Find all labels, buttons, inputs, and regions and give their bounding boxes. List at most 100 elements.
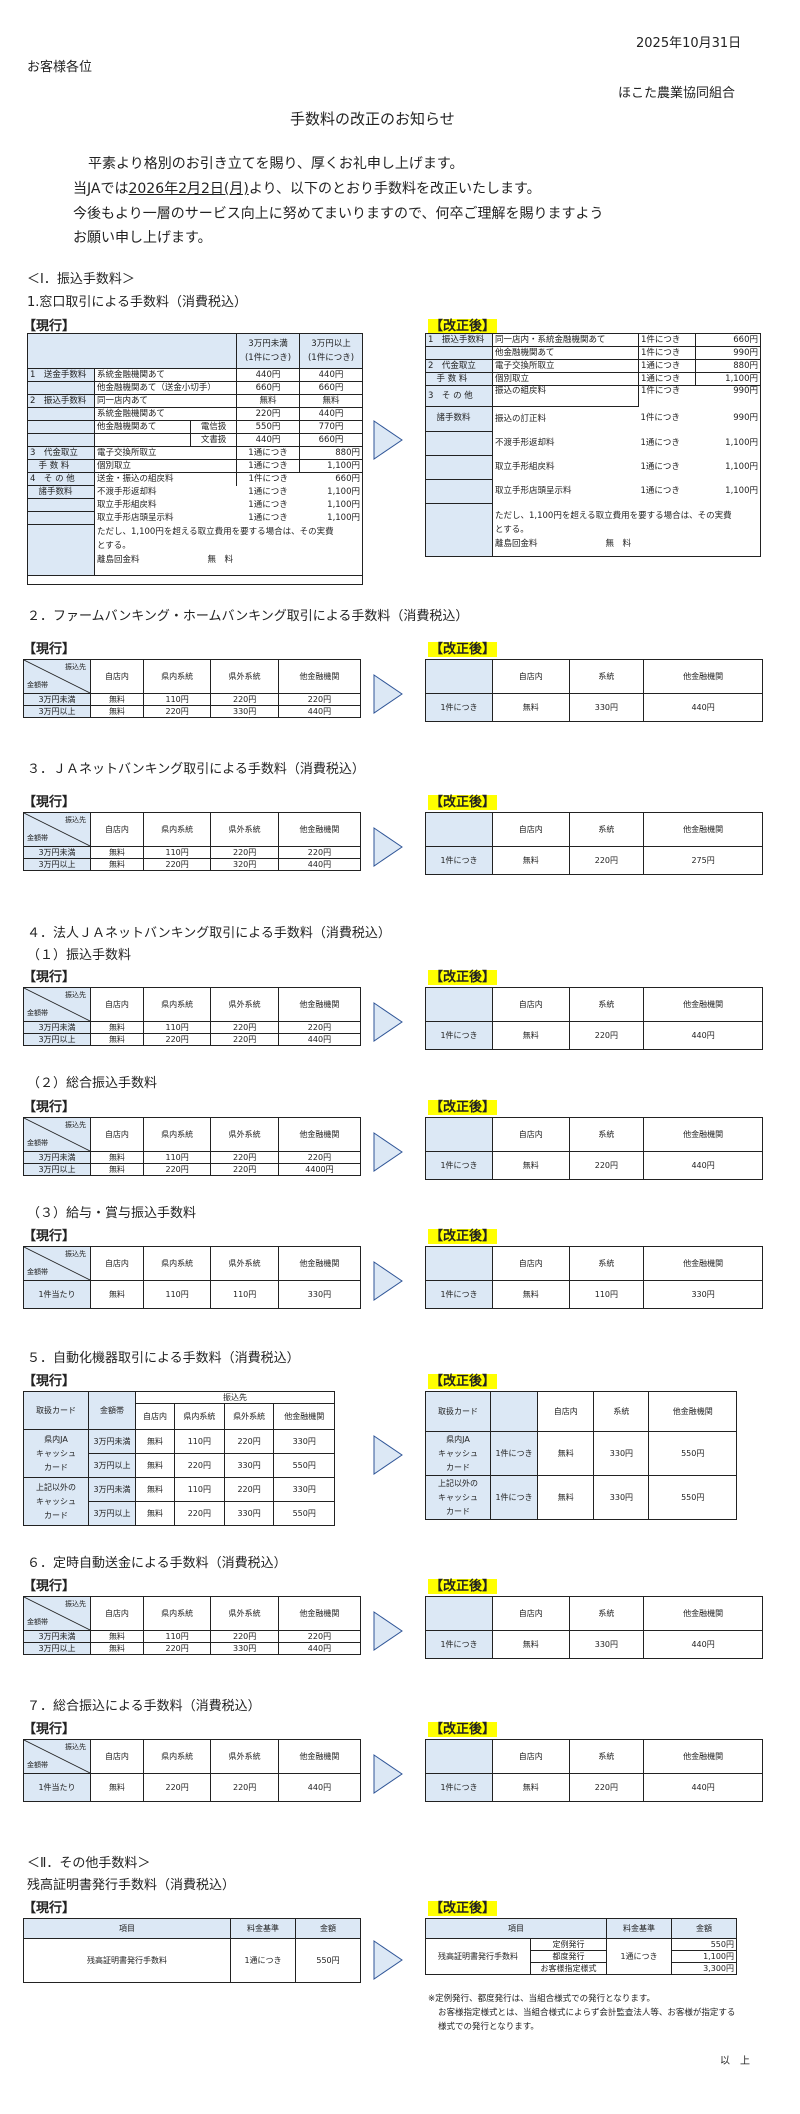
table-cell: 330円 bbox=[643, 1280, 763, 1309]
table-cell: 1件につき bbox=[490, 1431, 538, 1476]
current-label: 【現行】 bbox=[23, 1579, 76, 1594]
table-cell: 275円 bbox=[643, 846, 763, 875]
table-cell: 550円 bbox=[236, 420, 300, 434]
table-cell bbox=[27, 511, 95, 525]
table-cell: 不渡手形返却料 bbox=[97, 486, 157, 497]
table-cell: 県内系統 bbox=[142, 1739, 212, 1774]
arrow-icon bbox=[373, 1435, 403, 1475]
table-cell: 220円 bbox=[210, 846, 279, 859]
table-cell: 220円 bbox=[277, 1021, 362, 1034]
section-4-heading: ４．法人ＪＡネットバンキング取引による手数料（消費税込） bbox=[27, 926, 391, 941]
table-cell: 1通につき bbox=[640, 461, 680, 472]
table-cell: 4 そ の 他 bbox=[27, 472, 95, 486]
table-cell: 無料 bbox=[492, 1151, 570, 1180]
table-cell: 220円 bbox=[277, 846, 362, 859]
table-cell: 他金融機関あて bbox=[492, 346, 639, 360]
table-cell: 2 代金取立 bbox=[425, 359, 493, 373]
table-cell: 1件につき bbox=[248, 473, 288, 484]
table-cell: 990円 bbox=[695, 346, 761, 360]
table-cell: 3,300円 bbox=[671, 1962, 737, 1975]
table-cell: 1件につき bbox=[425, 693, 493, 722]
section-6-heading: ６．定時自動送金による手数料（消費税込） bbox=[27, 1556, 287, 1571]
table-cell: 660円 bbox=[236, 381, 300, 395]
table-cell: 220円 bbox=[210, 1630, 279, 1643]
table-cell: 110円 bbox=[173, 1477, 225, 1502]
table-cell: 1件につき bbox=[490, 1475, 538, 1520]
revised-label: 【改正後】 bbox=[428, 970, 498, 985]
table-cell: 諸手数料 bbox=[27, 485, 95, 499]
sender: ほこた農業協同組合 bbox=[618, 86, 736, 101]
table-cell: 220円 bbox=[210, 1163, 279, 1176]
table-cell: 無料 bbox=[492, 846, 570, 875]
table-cell: 他金融機関 bbox=[648, 1391, 737, 1432]
table-cell: 無料 bbox=[90, 1280, 144, 1309]
table-cell: 個別取立 bbox=[492, 372, 639, 386]
revised-label: 【改正後】 bbox=[428, 1579, 498, 1594]
table-row: 取扱カード自店内系統他金融機関 bbox=[425, 1391, 737, 1432]
table-cell: 県内系統 bbox=[142, 1117, 212, 1152]
table-cell: 電信扱 bbox=[190, 420, 237, 434]
table-cell: 文書扱 bbox=[190, 433, 237, 447]
table-cell: 県外系統 bbox=[210, 1739, 279, 1774]
table-cell: 電子交換所取立 bbox=[492, 359, 639, 373]
table-cell: 1通につき bbox=[248, 512, 288, 523]
table-cell: 1 振込手数料 bbox=[425, 333, 493, 347]
table-cell: 1件につき bbox=[641, 386, 681, 396]
table-row: 自店内系統他金融機関 bbox=[425, 659, 763, 694]
table-cell bbox=[27, 407, 95, 421]
table-cell: 定例発行 bbox=[530, 1938, 607, 1951]
table-cell: 1通につき bbox=[236, 459, 300, 473]
table-cell: 無料 bbox=[135, 1477, 175, 1502]
table-cell: 系統 bbox=[568, 987, 645, 1022]
current-label: 【現行】 bbox=[23, 1100, 76, 1115]
table-cell: 無料 bbox=[90, 1773, 144, 1802]
table-cell: 県外系統 bbox=[210, 1596, 279, 1631]
table-cell: 220円 bbox=[568, 1021, 645, 1050]
table-cell bbox=[425, 812, 493, 847]
table-cell: 3万円以上 bbox=[23, 1642, 91, 1655]
table-cell: 220円 bbox=[223, 1477, 275, 1502]
table-cell: 残高証明書発行手数料 bbox=[425, 1938, 531, 1975]
table-cell: 220円 bbox=[173, 1501, 225, 1526]
table-cell: 県内系統 bbox=[142, 1596, 212, 1631]
table-row: ただし、1,100円を超える取立費用を要する場合は、その実費とする。離島回金料 … bbox=[425, 502, 761, 557]
section-8-sub: 残高証明書発行手数料（消費税込） bbox=[27, 1878, 236, 1893]
table-cell: 同一店内・系統金融機関あて bbox=[492, 333, 639, 347]
table-cell: 3万円以上 bbox=[88, 1501, 136, 1526]
table-cell: 無料 bbox=[90, 1021, 144, 1034]
table-cell: 1,100円 bbox=[299, 498, 363, 512]
table-cell: 振込先金額帯 bbox=[23, 659, 91, 694]
table-row: 振込先金額帯自店内県内系統県外系統他金融機関 bbox=[23, 987, 362, 1022]
table-cell bbox=[425, 987, 493, 1022]
table-cell: 1件当たり bbox=[23, 1773, 91, 1802]
table-cell: 1件につき bbox=[425, 1151, 493, 1180]
table-row: 振込先金額帯自店内県内系統県外系統他金融機関 bbox=[23, 1739, 362, 1774]
table-cell: 諸手数料 bbox=[425, 406, 493, 432]
table-cell: 440円 bbox=[277, 1642, 362, 1655]
section-1-heading: ＜Ⅰ．振込手数料＞ bbox=[27, 272, 135, 287]
table-cell: 110円 bbox=[568, 1280, 645, 1309]
section-4-sub-2: （２）総合振込手数料 bbox=[27, 1076, 158, 1091]
table-cell: 料金基準 bbox=[230, 1918, 296, 1939]
table-cell: 440円 bbox=[236, 368, 300, 382]
current-label: 【現行】 bbox=[23, 1229, 76, 1244]
table-cell: 無料 bbox=[90, 705, 144, 718]
revised-label: 【改正後】 bbox=[428, 1722, 498, 1737]
table-cell bbox=[425, 1246, 493, 1281]
table-cell bbox=[27, 524, 95, 576]
table-cell: 他金融機関 bbox=[643, 1739, 763, 1774]
